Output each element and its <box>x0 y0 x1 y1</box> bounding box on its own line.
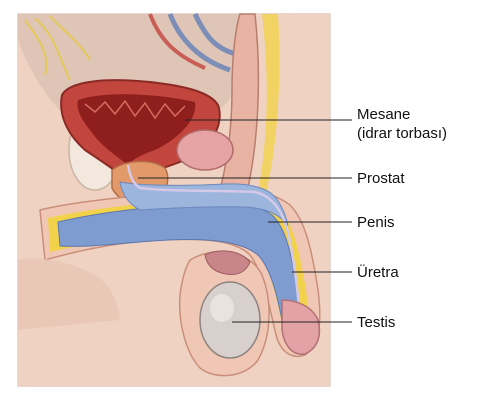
epididymis <box>204 250 251 275</box>
label-prostat: Prostat <box>357 170 405 187</box>
label-uretra: Üretra <box>357 264 399 281</box>
glans <box>281 299 321 355</box>
label-mesane-line1: Mesane <box>357 106 411 123</box>
thigh-fold <box>18 258 120 330</box>
urethra <box>126 164 302 321</box>
bladder-lumen <box>77 94 196 165</box>
nerves-vessels <box>24 15 91 81</box>
fat-layer-right <box>255 14 280 210</box>
testis-highlight <box>210 294 234 322</box>
bladder-rugae <box>84 99 186 120</box>
label-mesane-line2: (idrar torbası) <box>357 125 448 142</box>
seminal-vesicle <box>176 129 234 171</box>
testis <box>199 281 261 359</box>
label-testis: Testis <box>357 314 396 331</box>
arteries <box>148 13 206 70</box>
label-penis: Penis <box>357 214 395 231</box>
corpus-spongiosum <box>119 181 289 227</box>
leader-lines <box>138 119 352 323</box>
label-mesane: Mesane (idrar torbası) <box>357 105 447 143</box>
